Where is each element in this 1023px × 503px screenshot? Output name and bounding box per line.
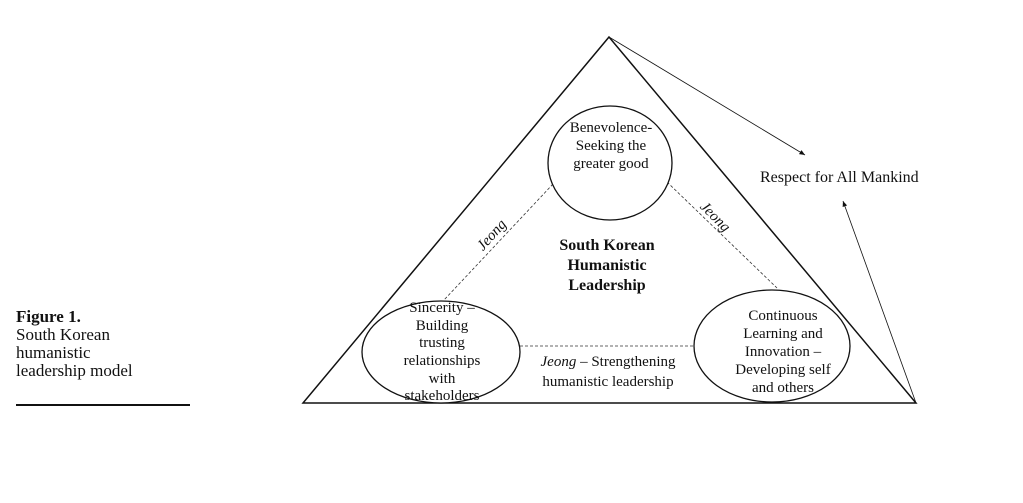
bottom-link-label: Jeong – Strengthening (541, 354, 676, 370)
left-node-line: relationships (404, 353, 481, 369)
left-node-line: Sincerity – (409, 300, 475, 316)
left-node-line: with (429, 371, 456, 387)
caption-line: South Korean (16, 325, 110, 344)
dashed-link-left (443, 183, 554, 301)
top-node-line: greater good (573, 156, 649, 172)
right-node-line: Continuous (748, 308, 817, 324)
caption-line: leadership model (16, 361, 133, 380)
right-node-line: and others (752, 380, 814, 396)
arrow-to-outcome-top (608, 36, 806, 156)
center-title-line: Leadership (568, 277, 645, 294)
arrow-to-outcome-bottom (842, 200, 917, 404)
caption-line: humanistic (16, 343, 91, 362)
node-continuous-learning (693, 289, 851, 403)
right-node-line: Developing self (735, 362, 830, 378)
left-node-line: stakeholders (405, 388, 480, 404)
dashed-link-right (666, 181, 778, 289)
node-sincerity (361, 300, 521, 404)
jeong-italic: Jeong (541, 354, 577, 370)
bottom-link-label-line2: humanistic leadership (542, 374, 673, 390)
top-node-line: Seeking the (576, 138, 647, 154)
right-node-line: Learning and (743, 326, 823, 342)
right-node-line: Innovation – (745, 344, 822, 360)
top-node-line: Benevolence- (570, 120, 652, 136)
center-title-line: South Korean (559, 237, 654, 254)
caption-rule (16, 404, 190, 406)
left-node-line: trusting (419, 335, 465, 351)
right-link-label: Jeong (697, 199, 734, 236)
figure-caption: Figure 1. South Korean humanistic leader… (16, 308, 133, 380)
outer-triangle (301, 35, 918, 404)
left-node-line: Building (416, 318, 469, 334)
figure-label: Figure 1. (16, 307, 81, 326)
node-benevolence (547, 105, 673, 221)
center-title-line: Humanistic (567, 257, 646, 274)
outcome-label: Respect for All Mankind (760, 169, 919, 186)
bottom-link-rest: – Strengthening (576, 354, 676, 370)
